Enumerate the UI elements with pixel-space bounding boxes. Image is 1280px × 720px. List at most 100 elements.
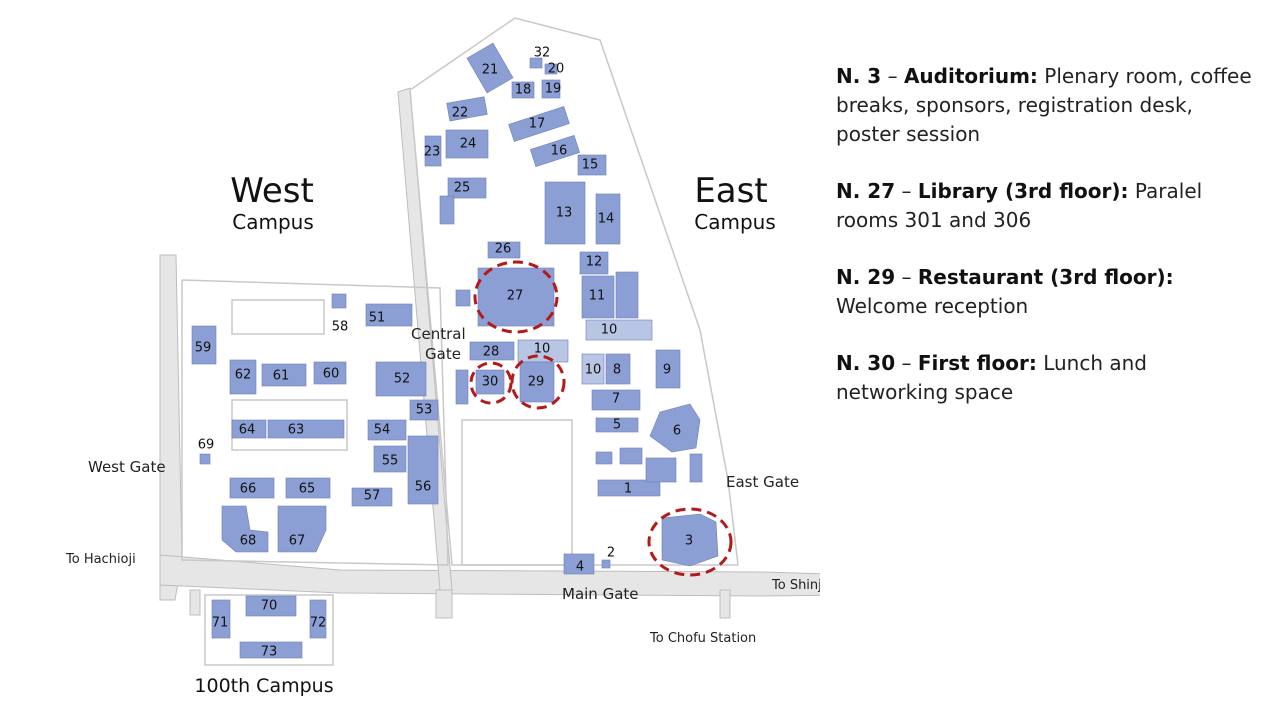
building-25[interactable] [447,177,487,199]
label-56: 56 [415,480,432,495]
label-25: 25 [454,181,471,196]
building-61[interactable] [261,363,307,387]
label-1: 1 [624,482,632,497]
building-54[interactable] [367,419,407,441]
building-29[interactable] [519,361,555,403]
building-3[interactable] [661,513,719,567]
building-13[interactable] [544,181,586,245]
legend-desc: Plenary room, coffee breaks, sponsors, r… [836,64,1252,146]
building-2[interactable] [601,559,611,569]
building-52[interactable] [375,361,427,397]
building-60[interactable] [313,361,347,385]
legend-number: N. 27 [836,179,896,203]
building-73[interactable] [239,641,303,659]
label-69: 69 [198,438,215,453]
building-labels: 1 2 3 4 5 6 7 8 9 10 10 10 11 12 13 14 1… [195,46,693,660]
building-63[interactable] [267,419,345,439]
gate-east: East Gate [726,473,799,491]
gate-labels: Central Gate West Gate East Gate Main Ga… [88,325,799,603]
building-71[interactable] [211,599,231,639]
highlight-27[interactable] [473,260,559,334]
building-7[interactable] [591,389,641,411]
building-32[interactable] [529,57,543,69]
building-51[interactable] [365,303,413,327]
building-x1 [595,451,613,465]
label-58: 58 [332,320,349,335]
building-5[interactable] [595,417,639,433]
building-30b [455,369,469,405]
building-30[interactable] [475,369,505,395]
label-28: 28 [483,345,500,360]
legend-number: N. 29 [836,265,896,289]
building-65[interactable] [285,477,331,499]
campus-map: 1 2 3 4 5 6 7 8 9 10 10 10 11 12 13 14 1… [65,17,820,697]
label-14: 14 [598,212,615,227]
label-18: 18 [515,83,532,98]
label-5: 5 [613,418,621,433]
building-14[interactable] [595,193,621,245]
label-11: 11 [589,289,606,304]
highlight-3[interactable] [647,507,733,577]
building-57[interactable] [351,487,393,507]
building-69[interactable] [199,453,211,465]
building-1c [689,453,703,483]
building-10c[interactable] [581,353,605,385]
building-12[interactable] [579,251,609,275]
building-16[interactable] [529,134,581,168]
highlight-29[interactable] [510,354,566,410]
buildings [191,42,719,659]
building-17[interactable] [508,106,570,142]
label-10c: 10 [585,363,602,378]
building-23[interactable] [424,135,442,167]
label-62: 62 [235,368,252,383]
building-58[interactable] [331,293,347,309]
label-63: 63 [288,423,305,438]
label-22: 22 [452,106,469,121]
legend-name: First floor: [917,351,1037,375]
label-10a: 10 [601,323,618,338]
building-62[interactable] [229,359,257,395]
building-26[interactable] [487,241,521,259]
label-15: 15 [582,158,599,173]
building-67[interactable] [277,505,327,553]
building-72[interactable] [309,599,327,639]
building-19[interactable] [541,79,561,99]
building-9[interactable] [655,349,681,389]
building-1[interactable] [597,479,661,497]
label-24: 24 [460,137,477,152]
legend-desc: Paralel rooms 301 and 306 [836,179,1203,232]
label-4: 4 [576,560,584,575]
legend-desc: Welcome reception [836,294,1029,318]
building-11[interactable] [581,275,615,319]
building-53[interactable] [409,399,439,421]
legend-item-restaurant: N. 29 – Restaurant (3rd floor): Welcome … [836,265,1174,318]
label-72: 72 [310,616,327,631]
label-51: 51 [369,311,386,326]
building-24[interactable] [445,129,489,159]
building-18[interactable] [511,81,535,99]
building-1b [645,457,677,483]
building-20[interactable] [544,63,558,75]
building-4[interactable] [563,553,595,575]
campus-zones [181,17,739,666]
area-100th: 100th Campus [194,675,333,697]
building-10a[interactable] [585,319,653,341]
building-68[interactable] [221,505,269,553]
building-8[interactable] [605,353,631,385]
building-21[interactable] [466,42,514,94]
building-28[interactable] [469,341,515,361]
building-66[interactable] [229,477,275,499]
building-6[interactable] [649,403,701,453]
building-59[interactable] [191,325,217,365]
building-27b [455,289,471,307]
building-27[interactable] [477,267,555,327]
building-55[interactable] [373,445,407,473]
building-15[interactable] [577,154,607,176]
building-56[interactable] [407,435,439,505]
building-70[interactable] [245,595,297,617]
legend-number: N. 30 [836,351,896,375]
building-64[interactable] [231,419,267,439]
building-22[interactable] [446,96,488,122]
gate-central-1: Central [411,325,466,343]
label-66: 66 [240,482,257,497]
